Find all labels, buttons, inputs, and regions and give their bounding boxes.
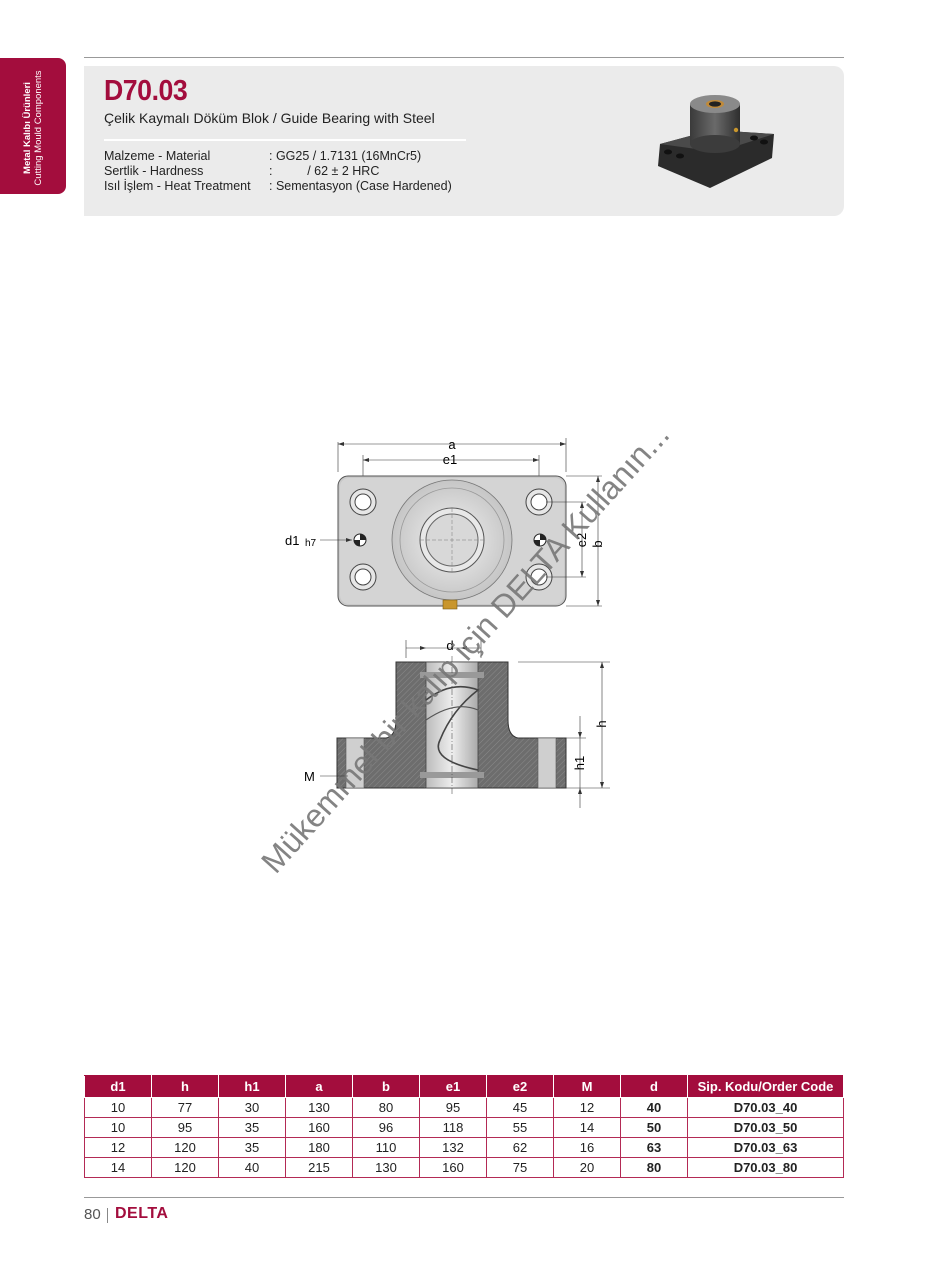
brand-logo: DELTA — [115, 1205, 169, 1222]
table-cell: 96 — [352, 1117, 420, 1138]
spec-value: : / 62 ± 2 HRC — [269, 164, 380, 178]
col-header: d1 — [84, 1075, 152, 1098]
table-cell: 95 — [419, 1097, 487, 1118]
table-cell: 20 — [553, 1157, 621, 1178]
table-cell: 120 — [151, 1137, 219, 1158]
dimensions-table: d1 h h1 a b e1 e2 M d Sip. Kodu/Order Co… — [84, 1075, 844, 1178]
table-cell: 110 — [352, 1137, 420, 1158]
col-header: e2 — [486, 1075, 554, 1098]
table-cell: 215 — [285, 1157, 353, 1178]
table-cell: 62 — [486, 1137, 554, 1158]
table-cell: 30 — [218, 1097, 286, 1118]
table-cell: 45 — [486, 1097, 554, 1118]
table-cell: 50 — [620, 1117, 688, 1138]
table-cell: 120 — [151, 1157, 219, 1178]
side-category-tr: Metal Kalıbı Ürünleri — [22, 82, 33, 174]
side-category-label: Metal Kalıbı Ürünleri Cutting Mould Comp… — [22, 58, 44, 198]
col-header: b — [352, 1075, 420, 1098]
col-header: Sip. Kodu/Order Code — [687, 1075, 844, 1098]
col-header: e1 — [419, 1075, 487, 1098]
table-cell: 75 — [486, 1157, 554, 1178]
table-row: 10 95 35 160 96 118 55 14 50 D70.03_50 — [84, 1117, 844, 1138]
table-cell: 14 — [84, 1157, 152, 1178]
dim-h1-label: h1 — [572, 756, 587, 770]
side-category-tab — [0, 58, 66, 194]
product-subtitle: Çelik Kaymalı Döküm Blok / Guide Bearing… — [104, 110, 435, 126]
table-cell: 130 — [285, 1097, 353, 1118]
table-cell: 118 — [419, 1117, 487, 1138]
table-cell: 16 — [553, 1137, 621, 1158]
product-code: D70.03 — [104, 75, 188, 107]
dim-h7-label: h7 — [305, 538, 317, 549]
dim-e1-label: e1 — [443, 452, 457, 467]
dim-m-label: M — [304, 769, 315, 784]
dim-b-label: b — [590, 540, 605, 547]
side-category-en: Cutting Mould Components — [33, 70, 44, 186]
table-cell: 95 — [151, 1117, 219, 1138]
table-cell: 10 — [84, 1097, 152, 1118]
table-row: 14 120 40 215 130 160 75 20 80 D70.03_80 — [84, 1157, 844, 1178]
spec-label: Malzeme - Material — [104, 149, 211, 163]
table-cell: 12 — [553, 1097, 621, 1118]
table-row: 12 120 35 180 110 132 62 16 63 D70.03_63 — [84, 1137, 844, 1158]
table-cell: 40 — [218, 1157, 286, 1178]
col-header: h1 — [218, 1075, 286, 1098]
col-header: d — [620, 1075, 688, 1098]
table-cell: 160 — [285, 1117, 353, 1138]
dim-a-label: a — [448, 437, 456, 452]
page-number: 80 — [84, 1206, 101, 1223]
spec-value: : Sementasyon (Case Hardened) — [269, 179, 452, 193]
table-header-row: d1 h h1 a b e1 e2 M d Sip. Kodu/Order Co… — [84, 1075, 844, 1098]
bottom-divider — [84, 1197, 844, 1198]
top-divider — [84, 57, 844, 58]
col-header: a — [285, 1075, 353, 1098]
table-cell: 180 — [285, 1137, 353, 1158]
order-code-cell: D70.03_80 — [687, 1157, 844, 1178]
subtitle-divider — [104, 139, 466, 141]
table-cell: 35 — [218, 1117, 286, 1138]
table-cell: 160 — [419, 1157, 487, 1178]
table-cell: 132 — [419, 1137, 487, 1158]
table-cell: 63 — [620, 1137, 688, 1158]
product-photo — [658, 95, 774, 188]
col-header: M — [553, 1075, 621, 1098]
order-code-cell: D70.03_40 — [687, 1097, 844, 1118]
order-code-cell: D70.03_63 — [687, 1137, 844, 1158]
table-cell: 40 — [620, 1097, 688, 1118]
table-cell: 14 — [553, 1117, 621, 1138]
dim-h-label: h — [594, 720, 609, 727]
technical-drawing: a e1 d1 h7 b e2 d — [285, 437, 610, 808]
table-cell: 12 — [84, 1137, 152, 1158]
dim-d1-label: d1 — [285, 533, 299, 548]
dim-e2-label: e2 — [574, 533, 589, 547]
col-header: h — [151, 1075, 219, 1098]
order-code-cell: D70.03_50 — [687, 1117, 844, 1138]
spec-value: : GG25 / 1.7131 (16MnCr5) — [269, 149, 422, 163]
table-cell: 10 — [84, 1117, 152, 1138]
table-cell: 80 — [352, 1097, 420, 1118]
table-cell: 55 — [486, 1117, 554, 1138]
table-cell: 80 — [620, 1157, 688, 1178]
table-cell: 77 — [151, 1097, 219, 1118]
table-row: 10 77 30 130 80 95 45 12 40 D70.03_40 — [84, 1097, 844, 1118]
table-cell: 35 — [218, 1137, 286, 1158]
spec-label: Sertlik - Hardness — [104, 164, 204, 178]
footer-separator — [107, 1208, 108, 1223]
spec-label: Isıl İşlem - Heat Treatment — [104, 179, 251, 193]
dim-d-label: d — [446, 638, 453, 653]
table-cell: 130 — [352, 1157, 420, 1178]
